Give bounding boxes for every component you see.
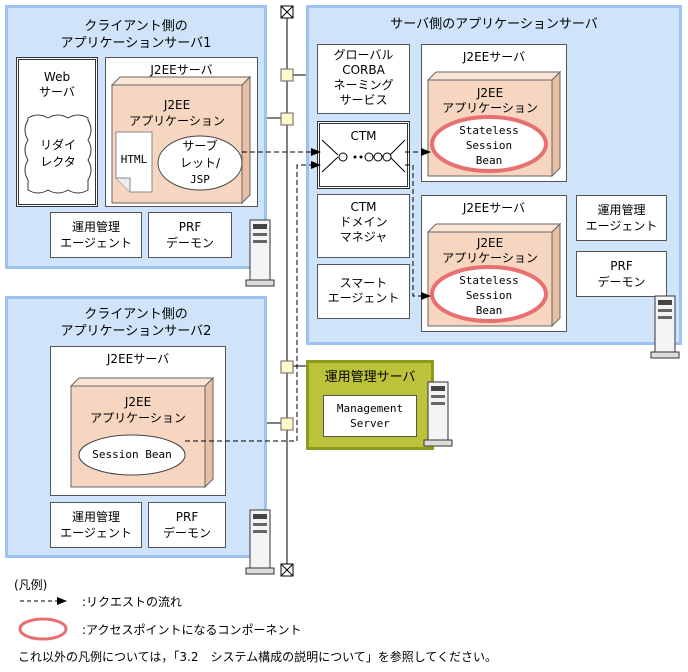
client2-mgmt-agent-box: 運用管理 エージェント: [50, 502, 142, 548]
web-server-label-2: サーバ: [39, 85, 75, 99]
server-mgmt-agent-box: 運用管理 エージェント: [576, 195, 667, 241]
client2-session-bean-label: Session Bean: [92, 448, 172, 461]
client2-mgmt-agent-label-1: 運用管理: [71, 510, 120, 524]
management-server-label-2: Server: [350, 417, 390, 430]
server-j2ee-app-a-label-2: アプリケーション: [442, 101, 538, 115]
redirector-label-1: リダイ: [39, 138, 76, 152]
servlet-label-3: JSP: [190, 173, 210, 186]
client2-session-bean-ellipse: [78, 434, 186, 476]
server-title: サーバ側のアプリケーションサーバ: [390, 17, 598, 32]
network-terminator-top: [280, 5, 294, 19]
global-corba-label-2: CORBA: [342, 63, 385, 77]
bean-b-access-point-ellipse: [430, 265, 548, 323]
smart-agent-label-1: スマート: [339, 276, 388, 290]
server-j2ee-app-b-label-2: アプリケーション: [442, 251, 538, 265]
client1-prf-daemon-box: PRF デーモン: [148, 212, 232, 258]
smart-agent-label-2: エージェント: [327, 291, 400, 305]
client2-title-line1: クライアント側の: [84, 307, 188, 322]
server-prf-daemon-box: PRF デーモン: [576, 251, 667, 297]
ctm-box: CTM: [317, 121, 410, 189]
bean-b-label-2: Session: [465, 289, 513, 302]
management-server-box: Management Server: [323, 395, 417, 437]
client2-j2ee-app-label-1: J2EE: [124, 395, 152, 409]
server-j2ee-server-b-label: J2EEサーバ: [462, 201, 526, 215]
management-server-label-1: Management: [336, 402, 404, 415]
web-server-label-1: Web: [43, 70, 71, 84]
ctm-domain-label-2: ドメイン: [339, 215, 388, 229]
client2-mgmt-agent-label-2: エージェント: [60, 526, 132, 540]
ctm-domain-label-1: CTM: [350, 200, 377, 214]
server-j2ee-app-b-label-1: J2EE: [476, 236, 504, 250]
bean-a-label-2: Session: [465, 139, 513, 152]
client2-prf-daemon-box: PRF デーモン: [148, 502, 226, 548]
client2-title-line2: アプリケーションサーバ2: [60, 324, 212, 339]
servlet-label-2: レット/: [179, 156, 221, 170]
html-page-icon: [115, 131, 153, 193]
client1-mgmt-agent-box: 運用管理 エージェント: [50, 212, 142, 258]
global-corba-label-1: グローバル: [333, 48, 394, 62]
client2-prf-label-2: デーモン: [162, 526, 211, 540]
client1-j2ee-app-label-1: J2EE: [163, 98, 191, 112]
bean-b-label-1: Stateless: [459, 274, 519, 287]
servlet-label-1: サーブ: [182, 139, 218, 153]
smart-agent-box: スマート エージェント: [317, 264, 410, 319]
legend-note: これ以外の凡例については，「3.2 システム構成の説明について」を参照してくださ…: [18, 650, 498, 664]
mgmt-server-title: 運用管理サーバ: [324, 370, 416, 385]
mgmt-server-pc-icon: [423, 381, 453, 447]
request-flow-arrows: [185, 148, 431, 442]
global-corba-naming-service-box: グローバル CORBA ネーミング サービス: [317, 44, 410, 114]
legend-request-flow-text: :リクエストの流れ: [82, 595, 183, 609]
server-prf-label-2: デーモン: [597, 275, 646, 289]
global-corba-label-4: サービス: [339, 93, 388, 107]
client1-mgmt-agent-label-2: エージェント: [60, 236, 132, 250]
bean-a-label-3: Bean: [475, 154, 503, 167]
client1-title-line2: アプリケーションサーバ1: [60, 36, 212, 51]
client2-j2ee-server-label: J2EEサーバ: [106, 352, 170, 366]
ctm-label: CTM: [350, 129, 377, 143]
bean-b-label-3: Bean: [475, 304, 503, 317]
client1-j2ee-server-label: J2EEサーバ: [150, 63, 213, 77]
server-j2ee-server-a-label: J2EEサーバ: [462, 50, 526, 64]
client1-mgmt-agent-label-1: 運用管理: [71, 220, 120, 234]
ctm-domain-label-3: マネジャ: [339, 230, 388, 244]
bean-a-label-1: Stateless: [459, 124, 519, 137]
client1-pc-icon: [245, 219, 275, 287]
global-corba-label-3: ネーミング: [333, 78, 394, 92]
client1-prf-label-2: デーモン: [165, 236, 214, 250]
client1-title-line1: クライアント側の: [84, 19, 188, 34]
server-mgmt-agent-label-2: エージェント: [585, 219, 658, 233]
client2-j2ee-app-label-2: アプリケーション: [90, 411, 186, 425]
redirector-label-2: レクタ: [40, 155, 76, 169]
client1-j2ee-app-label-2: アプリケーション: [129, 114, 225, 128]
legend-access-point-text: :アクセスポイントになるコンポーネント: [82, 623, 302, 637]
client2-prf-label-1: PRF: [175, 510, 199, 524]
server-pc-icon: [650, 295, 680, 359]
legend-heading: (凡例): [14, 578, 48, 592]
redirector-shape: [24, 114, 92, 194]
server-mgmt-agent-label-1: 運用管理: [597, 203, 646, 217]
html-label: HTML: [120, 153, 148, 166]
client2-pc-icon: [245, 509, 275, 575]
bean-a-access-point-ellipse: [430, 115, 548, 173]
legend-access-point-ellipse: [18, 617, 68, 641]
ctm-domain-manager-box: CTM ドメイン マネジャ: [317, 194, 410, 258]
client1-prf-label-1: PRF: [178, 220, 202, 234]
ctm-queue-graphic: [321, 139, 406, 173]
server-j2ee-app-a-label-1: J2EE: [476, 86, 504, 100]
network-connections: [267, 68, 306, 431]
servlet-jsp-ellipse: [157, 135, 243, 191]
network-terminator-bottom: [280, 563, 294, 577]
server-prf-label-1: PRF: [610, 259, 633, 273]
